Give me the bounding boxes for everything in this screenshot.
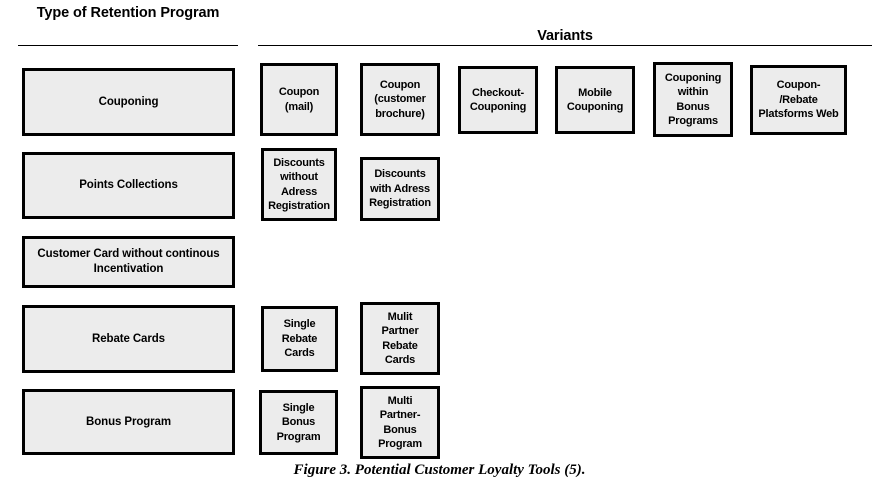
program-box-label: Points Collections <box>79 179 178 191</box>
variant-box-label: Couponing within Bonus Programs <box>664 71 722 128</box>
variant-box-single-rebate-cards: Single Rebate Cards <box>261 306 338 372</box>
variant-box-coupon-mail: Coupon (mail) <box>260 63 338 136</box>
variant-box-coupon-rebate-platforms-web: Coupon- /Rebate Platsforms Web <box>750 65 847 135</box>
variant-box-coupon-customer-brochure: Coupon (customer brochure) <box>360 63 440 136</box>
variant-box-couponing-within-bonus-programs: Couponing within Bonus Programs <box>653 62 733 137</box>
column-header-rule-left <box>18 45 238 46</box>
program-box-customer-card-without-continous-incentivation: Customer Card without continous Incentiv… <box>22 236 235 288</box>
variant-box-discounts-without-address-registration: Discounts without Adress Registration <box>261 148 337 221</box>
variant-box-label: Single Rebate Cards <box>281 318 318 360</box>
variant-box-label: Multi Partner- Bonus Program <box>378 394 422 451</box>
program-box-label: Customer Card without continous Incentiv… <box>37 248 220 275</box>
variant-box-mulit-partner-rebate-cards: Mulit Partner Rebate Cards <box>360 302 440 375</box>
variant-box-single-bonus-program: Single Bonus Program <box>259 390 338 455</box>
program-box-bonus-program: Bonus Program <box>22 389 235 455</box>
program-box-label: Rebate Cards <box>92 332 165 345</box>
variant-box-label: Mobile Couponing <box>566 86 624 114</box>
variant-box-label: Checkout- Couponing <box>469 86 527 114</box>
variant-box-label: Discounts with Adress Registration <box>369 168 431 210</box>
variant-box-discounts-with-address-registration: Discounts with Adress Registration <box>360 157 440 221</box>
column-header-type-of-retention-program: Type of Retention Program <box>36 5 220 21</box>
program-box-label: Bonus Program <box>86 415 171 428</box>
variant-box-mobile-couponing: Mobile Couponing <box>555 66 635 134</box>
column-header-variants: Variants <box>537 28 593 44</box>
column-header-rule-right <box>258 45 872 46</box>
figure-caption: Figure 3. Potential Customer Loyalty Too… <box>293 462 586 478</box>
variant-box-label: Discounts without Adress Registration <box>268 156 330 213</box>
program-box-label: Couponing <box>98 95 159 108</box>
variant-box-label: Mulit Partner Rebate Cards <box>381 310 419 367</box>
program-box-couponing: Couponing <box>22 68 235 136</box>
variant-box-checkout-couponing: Checkout- Couponing <box>458 66 538 134</box>
program-box-rebate-cards: Rebate Cards <box>22 305 235 373</box>
variant-box-multi-partner-bonus-program: Multi Partner- Bonus Program <box>360 386 440 459</box>
variant-box-label: Coupon (mail) <box>278 86 320 113</box>
variant-box-label: Single Bonus Program <box>276 401 321 443</box>
program-box-points-collections: Points Collections <box>22 152 235 219</box>
variant-box-label: Coupon (customer brochure) <box>374 78 426 120</box>
variant-box-label: Coupon- /Rebate Platsforms Web <box>758 79 839 121</box>
